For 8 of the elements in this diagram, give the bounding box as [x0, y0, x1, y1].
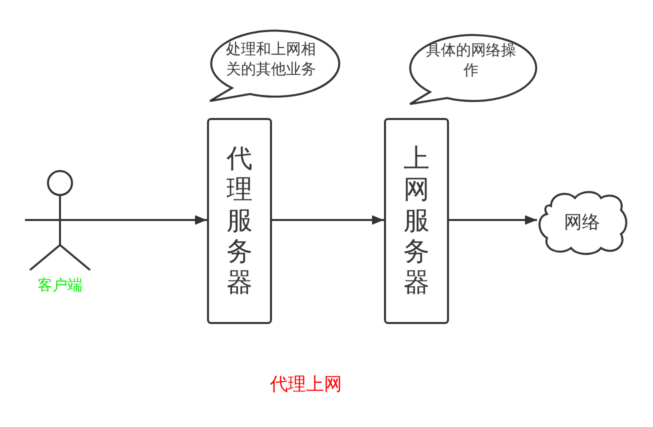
server-box: 代理服务器 [207, 118, 272, 324]
actor-label: 客户端 [36, 276, 84, 295]
arrow [272, 215, 384, 225]
server-box: 上网服务器 [384, 118, 449, 324]
arrow [95, 215, 207, 225]
network-cloud: 网络 [537, 190, 627, 254]
caption: 代理上网 [269, 373, 343, 396]
arrow [449, 215, 537, 225]
